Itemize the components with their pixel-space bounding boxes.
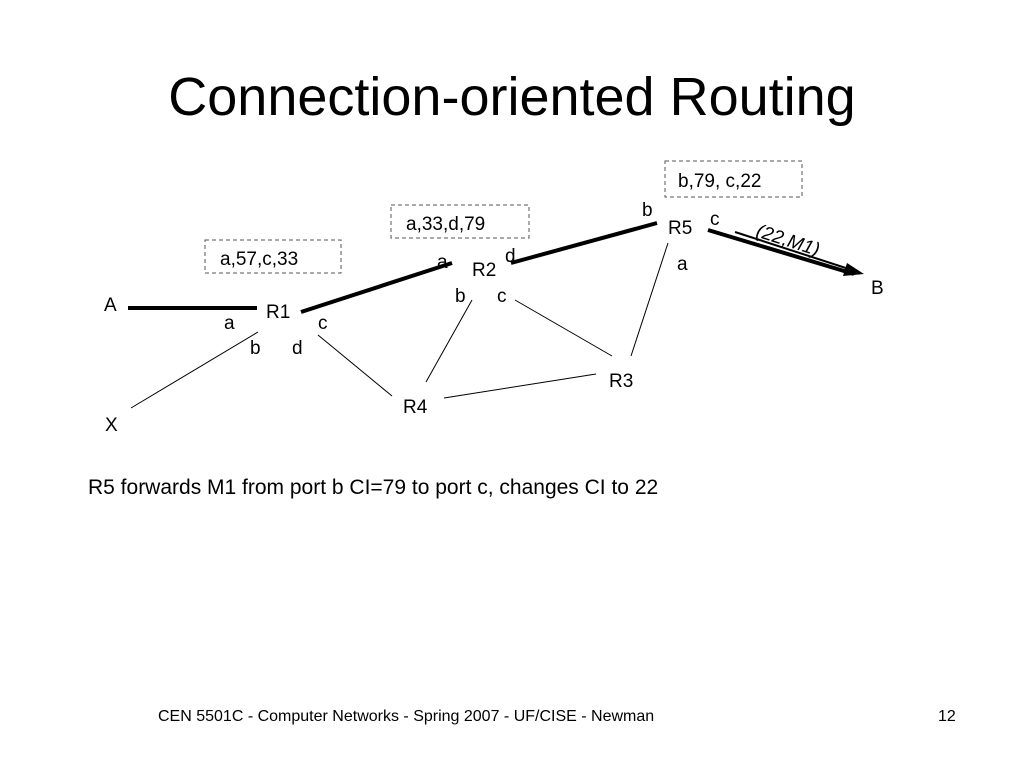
- node-r3: R3: [609, 371, 633, 392]
- message-arrow-shaft: [734, 231, 853, 271]
- link-r5-r3: [630, 242, 669, 357]
- link-r1-x: [130, 331, 259, 409]
- r2-port-a: a: [437, 252, 448, 273]
- node-a: A: [104, 295, 117, 316]
- node-r5: R5: [668, 218, 692, 239]
- node-r1: R1: [266, 302, 290, 323]
- slide-footer: CEN 5501C - Computer Networks - Spring 2…: [158, 708, 655, 725]
- node-b: B: [871, 278, 884, 299]
- r2-table-text: a,33,d,79: [406, 214, 485, 235]
- connection-r2-r5: [510, 221, 658, 265]
- r1-port-b: b: [250, 338, 261, 359]
- link-r2-r3: [514, 299, 613, 357]
- r1-port-d: d: [292, 338, 303, 359]
- node-x: X: [105, 415, 118, 436]
- r1-port-c: c: [318, 313, 328, 334]
- r5-port-c: c: [710, 209, 720, 230]
- r5-table-box: [664, 160, 803, 198]
- slide-title: Connection-oriented Routing: [168, 67, 856, 127]
- r2-port-d: d: [505, 246, 516, 267]
- message-arrow-head: [843, 263, 864, 276]
- connection-r5-b: [707, 228, 855, 276]
- r5-table-text: b,79, c,22: [678, 171, 761, 192]
- r1-table-text: a,57,c,33: [220, 249, 298, 270]
- link-r2-r4: [425, 299, 473, 383]
- r2-port-b: b: [455, 286, 466, 307]
- node-r2: R2: [472, 260, 496, 281]
- r2-port-c: c: [497, 286, 507, 307]
- slide-caption: R5 forwards M1 from port b CI=79 to port…: [88, 476, 659, 499]
- link-r1-r4: [317, 334, 393, 397]
- node-r4: R4: [403, 397, 428, 418]
- r2-table-box: [390, 204, 530, 239]
- page-number: 12: [938, 708, 956, 725]
- link-r4-r3: [443, 373, 597, 399]
- connection-r1-r2: [300, 261, 453, 314]
- r5-port-a: a: [677, 254, 688, 275]
- r1-port-a: a: [224, 313, 235, 334]
- r5-port-b: b: [642, 200, 653, 221]
